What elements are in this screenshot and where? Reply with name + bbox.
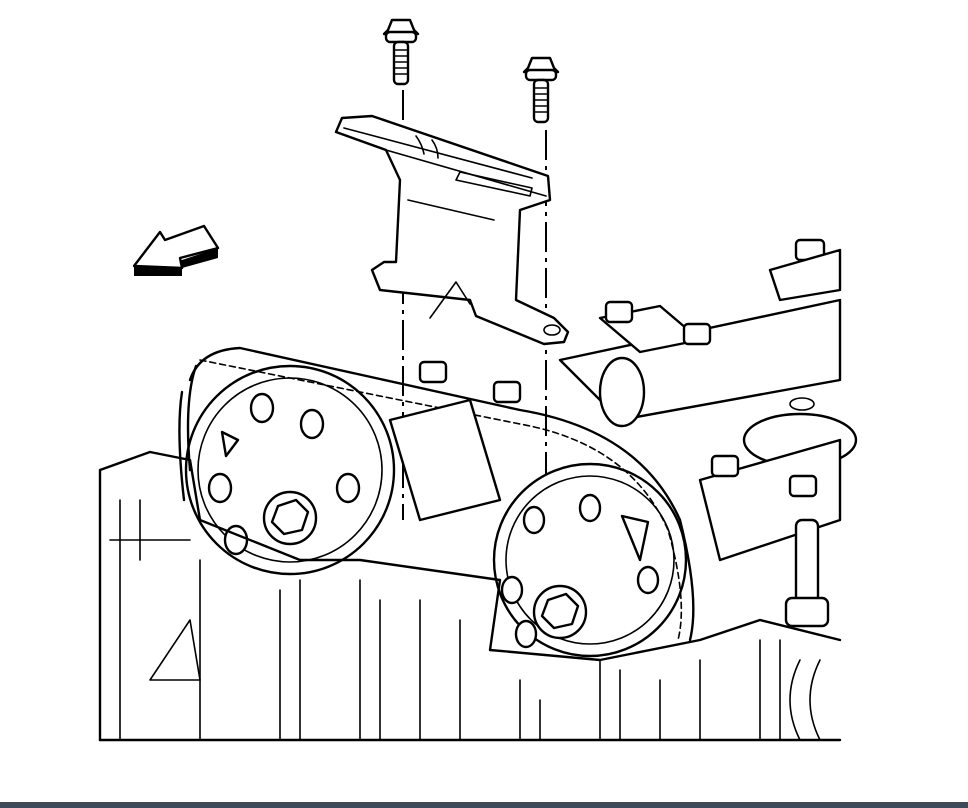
bottom-bar <box>0 802 968 808</box>
bolt-left-icon <box>382 18 420 86</box>
bolt-right-icon <box>522 56 560 124</box>
camshafts-part <box>388 238 858 628</box>
sprocket-right-part <box>492 462 688 658</box>
timing-chain-part <box>178 346 695 642</box>
chain-guide-part <box>334 114 570 346</box>
sprocket-left-part <box>184 364 396 576</box>
cylinder-head-part <box>98 450 842 742</box>
front-direction-arrow-icon <box>132 224 220 276</box>
